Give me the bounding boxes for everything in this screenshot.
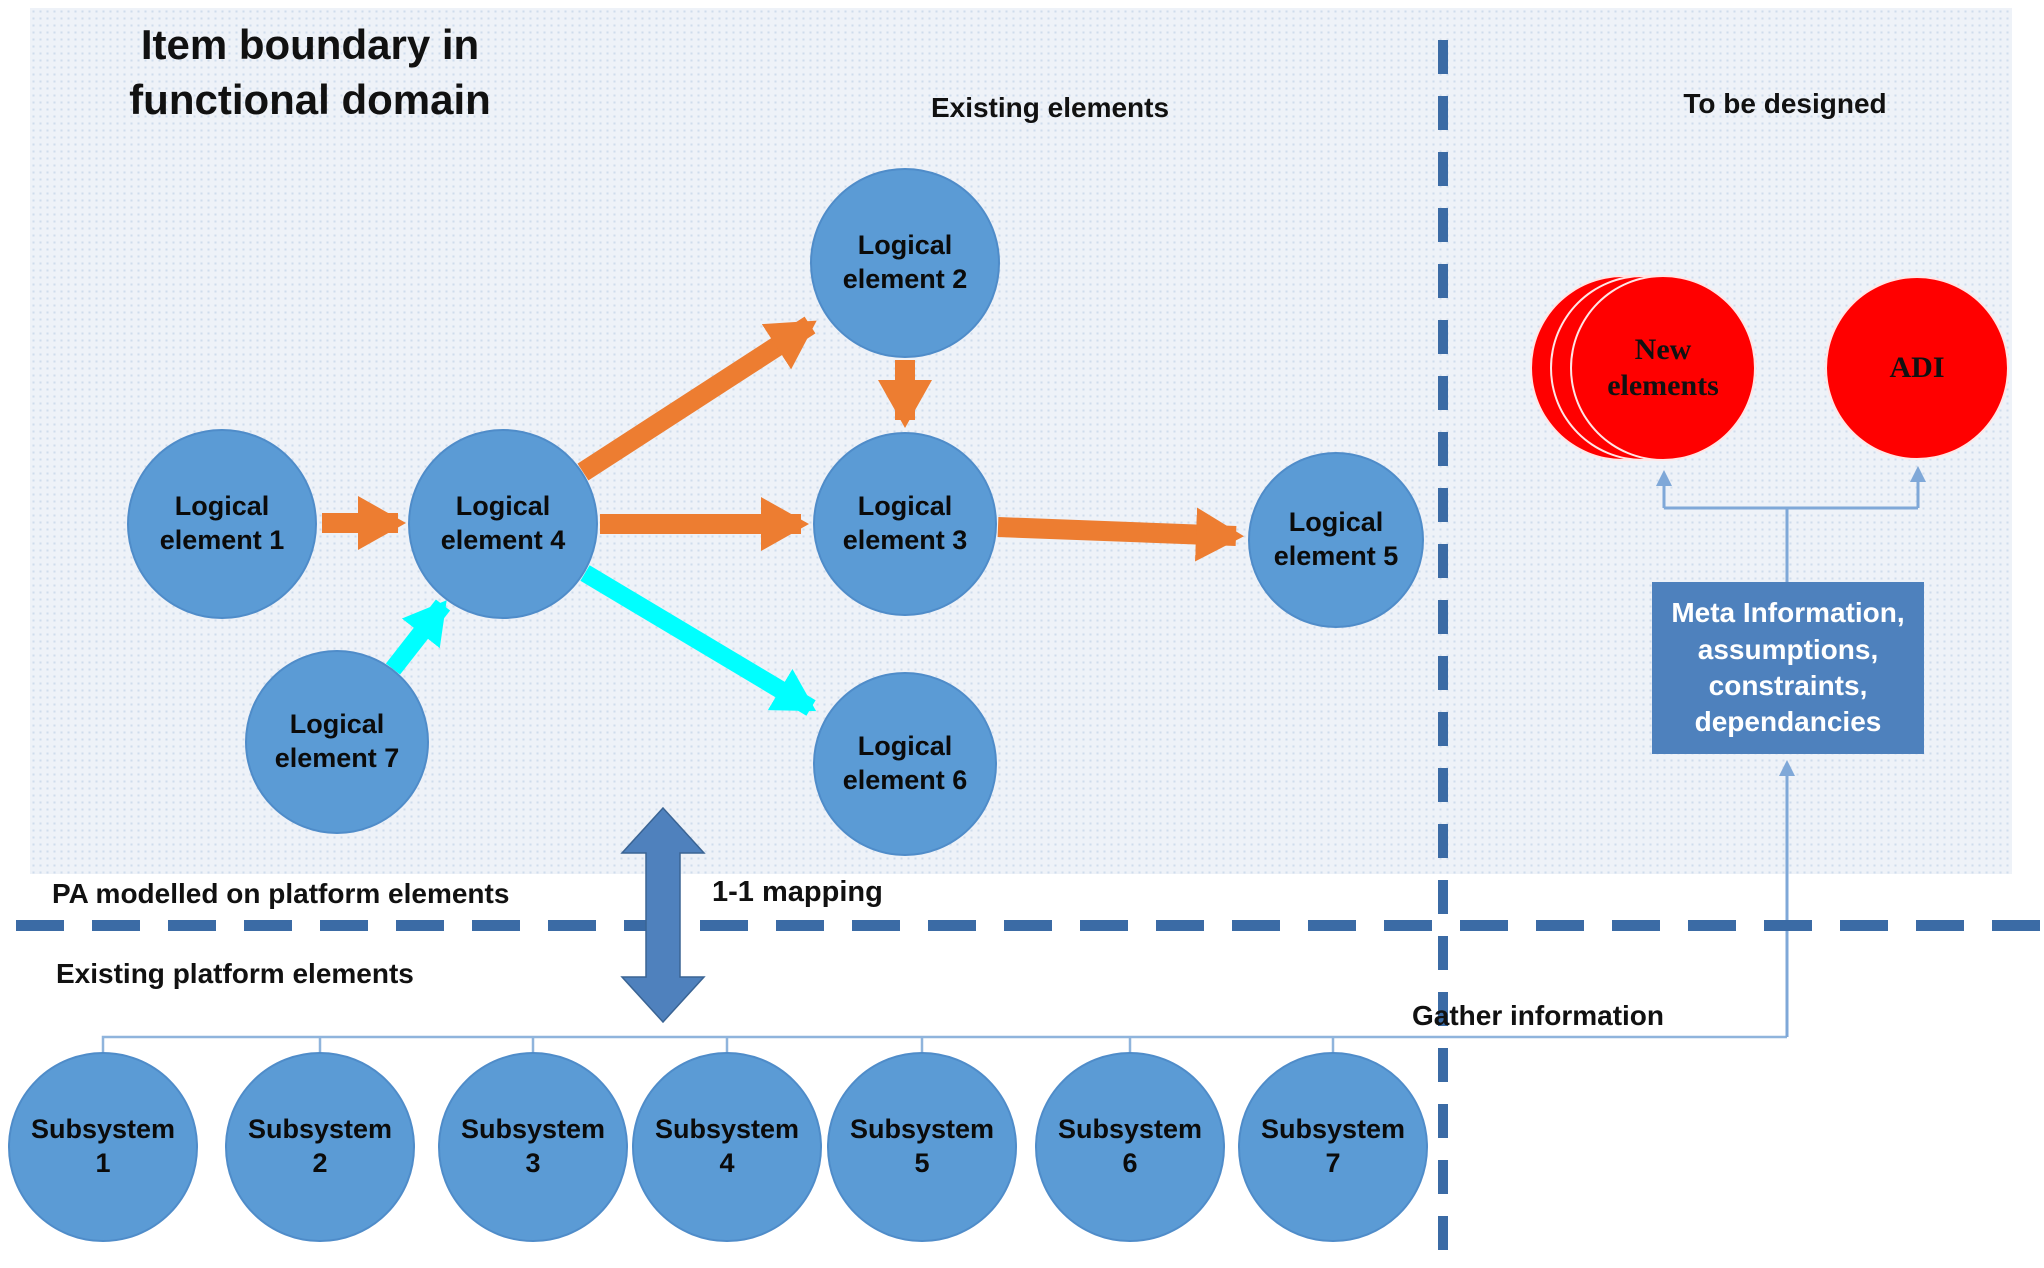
node-logical-element-4: Logical element 4 <box>408 429 598 619</box>
new-elements-circle: New elements <box>1570 275 1756 461</box>
node-subsystem-4: Subsystem 4 <box>632 1052 822 1242</box>
vertical-dashed-boundary <box>1438 40 1448 1268</box>
node-label: Subsystem 2 <box>247 1114 393 1178</box>
pa-modelled-label: PA modelled on platform elements <box>52 878 510 909</box>
existing-platform-label: Existing platform elements <box>56 958 414 989</box>
node-logical-element-1: Logical element 1 <box>127 429 317 619</box>
node-logical-element-3: Logical element 3 <box>813 432 997 616</box>
node-label: Subsystem 4 <box>654 1114 800 1178</box>
node-logical-element-6: Logical element 6 <box>813 672 997 856</box>
node-label: Logical element 3 <box>842 491 968 555</box>
node-subsystem-2: Subsystem 2 <box>225 1052 415 1242</box>
meta-branch-line <box>1664 506 1918 582</box>
node-logical-element-5: Logical element 5 <box>1248 452 1424 628</box>
new-elements-label: New elements <box>1607 333 1719 402</box>
arrow-le4-le6 <box>580 565 817 716</box>
arrow-le3-le5 <box>997 507 1244 562</box>
mapping-double-arrow-shape <box>620 806 706 1024</box>
adi-label: ADI <box>1889 351 1945 384</box>
arrow-le7-le4 <box>385 599 451 675</box>
node-label: Subsystem 1 <box>30 1114 176 1178</box>
node-label: Logical element 4 <box>440 491 566 555</box>
node-logical-element-2: Logical element 2 <box>810 168 1000 358</box>
to-be-designed-label: To be designed <box>1683 88 1887 119</box>
node-subsystem-5: Subsystem 5 <box>827 1052 1017 1242</box>
subsystem-tree-connector <box>101 1035 1787 1054</box>
node-label: Logical element 5 <box>1273 507 1399 571</box>
node-subsystem-7: Subsystem 7 <box>1238 1052 1428 1242</box>
meta-information-text: Meta Information, assumptions, constrain… <box>1671 597 1905 738</box>
node-logical-element-7: Logical element 7 <box>245 650 429 834</box>
page-title: Item boundary in functional domain <box>129 21 491 123</box>
node-label: Logical element 1 <box>159 491 285 555</box>
node-label: Logical element 7 <box>274 709 400 773</box>
node-subsystem-6: Subsystem 6 <box>1035 1052 1225 1242</box>
node-label: Subsystem 6 <box>1057 1114 1203 1178</box>
node-label: Logical element 2 <box>842 230 968 294</box>
node-label: Subsystem 3 <box>460 1114 606 1178</box>
existing-elements-label: Existing elements <box>930 92 1170 123</box>
node-label: Subsystem 5 <box>849 1114 995 1178</box>
node-subsystem-1: Subsystem 1 <box>8 1052 198 1242</box>
mapping-label: 1-1 mapping <box>712 876 883 908</box>
arrow-le4-le2 <box>577 316 817 481</box>
meta-information-box: Meta Information, assumptions, constrain… <box>1652 582 1924 754</box>
node-label: Subsystem 7 <box>1260 1114 1406 1178</box>
mapping-double-arrow <box>620 806 706 1024</box>
gather-information-label: Gather information <box>1412 1000 1665 1031</box>
horizontal-dashed-boundary <box>16 920 2044 931</box>
node-subsystem-3: Subsystem 3 <box>438 1052 628 1242</box>
adi-circle: ADI <box>1825 276 2009 460</box>
node-label: Logical element 6 <box>842 731 968 795</box>
